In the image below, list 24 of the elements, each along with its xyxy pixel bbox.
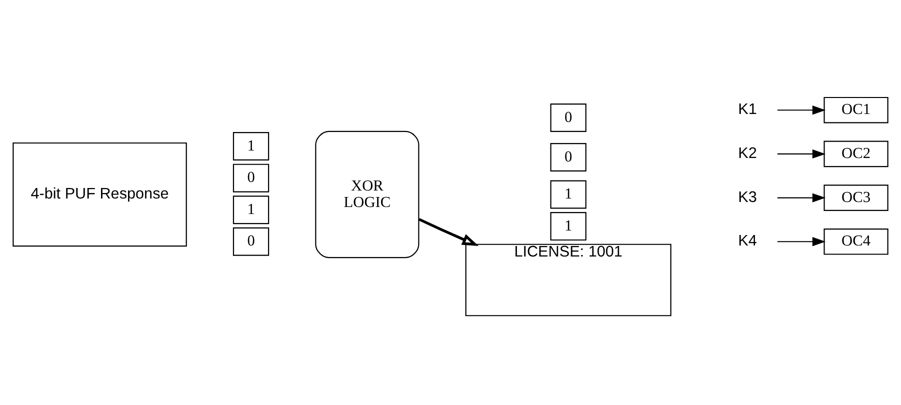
node-box: OC2 [824, 140, 888, 167]
arrow [777, 148, 826, 158]
arrow [777, 236, 826, 246]
node-box: 1 [550, 212, 586, 240]
node-box: LICENSE: 1001 [465, 243, 672, 316]
node-box: OC1 [824, 96, 888, 123]
arrow [777, 105, 826, 114]
node-text: K2 [738, 144, 757, 162]
node-box: 1 [232, 132, 270, 160]
node-text: K4 [738, 232, 757, 250]
node-text: K1 [738, 100, 757, 118]
node-box: 0 [550, 142, 586, 171]
node-box: 4-bit PUF Response [12, 142, 187, 246]
node-box: XOR LOGIC [315, 130, 420, 258]
node-box: OC3 [824, 184, 888, 210]
node-box: 0 [232, 226, 270, 256]
node-box: 1 [232, 195, 270, 224]
arrow [418, 218, 479, 246]
node-box: 1 [550, 180, 586, 208]
arrow [777, 192, 826, 202]
node-box: 0 [232, 163, 270, 192]
node-text: K3 [738, 188, 757, 206]
node-box: OC4 [824, 228, 888, 254]
node-box: 0 [550, 103, 586, 132]
